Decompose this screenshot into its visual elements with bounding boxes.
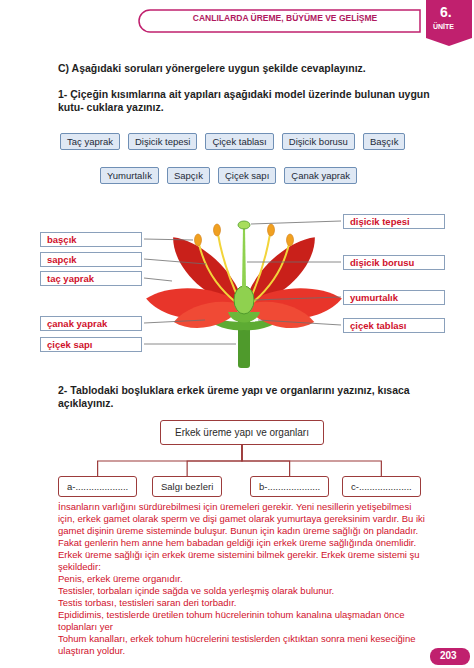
box-text: çiçek sapı [47, 339, 135, 350]
page-number: 203 [440, 650, 457, 661]
box-text: dişicik tepesi [350, 216, 438, 227]
header-banner [139, 10, 420, 32]
answer-box: çiçek sapı [40, 337, 142, 352]
answer-box: başçık [40, 232, 142, 247]
tree-connector [98, 445, 242, 476]
question: 1- Çiçeğin kısımlarına ait yapıları aşağ… [58, 88, 438, 114]
box-text: Çiçek sapı [225, 170, 269, 181]
box-text: Salgı bezleri [161, 481, 213, 492]
header-title-box: CANLILARDA ÜREME, BÜYÜME VE GELİŞME [150, 13, 420, 23]
answer-line: Epididimis, testislerde üretilen tohum h… [58, 609, 426, 633]
answer-box: yumurtalık [343, 290, 445, 305]
word-bank-box: Yumurtalık [100, 167, 159, 184]
box-text: Dişicik borusu [289, 136, 348, 147]
word-bank-box: Taç yaprak [60, 133, 120, 150]
question: 2- Tablodaki boşluklara erkek üreme yapı… [58, 384, 458, 410]
answer-line: İnsanların varlığını sürdürebilmesi için… [58, 501, 426, 573]
box-text: Çanak yaprak [291, 170, 350, 181]
box-text: yumurtalık [350, 292, 438, 303]
organ-box: a-.................... [58, 476, 137, 497]
box-text: Dişicik tepesi [135, 136, 190, 147]
box-text: c-.................... [351, 481, 412, 492]
word-bank-box: Çiçek tablası [205, 133, 273, 150]
instruction: C) Aşağıdaki soruları yönergelere uygun … [58, 62, 458, 75]
answer-box: dişicik tepesi [343, 214, 445, 229]
answer-line: Penis, erkek üreme organıdır. [58, 573, 426, 585]
organ-box: Salgı bezleri [152, 476, 222, 497]
header-title: CANLILARDA ÜREME, BÜYÜME VE GELİŞME [150, 13, 420, 23]
word-bank-box: Başçık [363, 133, 406, 150]
category-box: Erkek üreme yapı ve organları [160, 420, 324, 445]
tree-connector [242, 445, 381, 476]
box-text: Erkek üreme yapı ve organları [175, 427, 309, 438]
leader-lines [144, 221, 341, 344]
answer-box: çanak yaprak [40, 316, 142, 331]
page-number-pill [430, 648, 470, 665]
box-text: a-.................... [67, 481, 128, 492]
organ-box: c-.................... [342, 476, 421, 497]
box-text: çanak yaprak [47, 318, 135, 329]
box-text: Başçık [370, 136, 399, 147]
word-bank-box: Sapçık [167, 167, 210, 184]
answer-line: Testisler, torbaları içinde sağda ve sol… [58, 585, 426, 597]
box-text: Sapçık [174, 170, 203, 181]
style [242, 228, 246, 288]
answer-line: Tohum kanalları, erkek tohum hücrelerini… [58, 633, 426, 657]
stigma [238, 221, 250, 229]
box-text: çiçek tablası [350, 320, 438, 331]
box-text: Yumurtalık [107, 170, 152, 181]
box-text: sapçık [47, 254, 135, 265]
organ-box: b-.................... [250, 476, 329, 497]
tree-connector [187, 445, 242, 476]
unit-number: 6. [440, 4, 452, 20]
unit-tab [426, 0, 472, 46]
answer-box: taç yaprak [40, 271, 142, 286]
unit-word: ÜNİTE [433, 23, 454, 30]
box-text: taç yaprak [47, 273, 135, 284]
answer-box: sapçık [40, 252, 142, 267]
word-bank-box: Dişicik borusu [282, 133, 355, 150]
box-text: Çiçek tablası [212, 136, 266, 147]
answer-box: çiçek tablası [343, 318, 445, 333]
box-text: b-.................... [259, 481, 320, 492]
box-text: başçık [47, 234, 135, 245]
ovary [234, 286, 254, 314]
answer-text: İnsanların varlığını sürdürebilmesi için… [58, 501, 426, 657]
word-bank-box: Çanak yaprak [284, 167, 357, 184]
word-bank-box: Çiçek sapı [218, 167, 276, 184]
word-bank-box: Dişicik tepesi [128, 133, 197, 150]
box-text: dişicik borusu [350, 257, 438, 268]
answer-box: dişicik borusu [343, 255, 445, 270]
answer-line: Testis torbası, testisleri saran deri to… [58, 597, 426, 609]
box-text: Taç yaprak [67, 136, 113, 147]
